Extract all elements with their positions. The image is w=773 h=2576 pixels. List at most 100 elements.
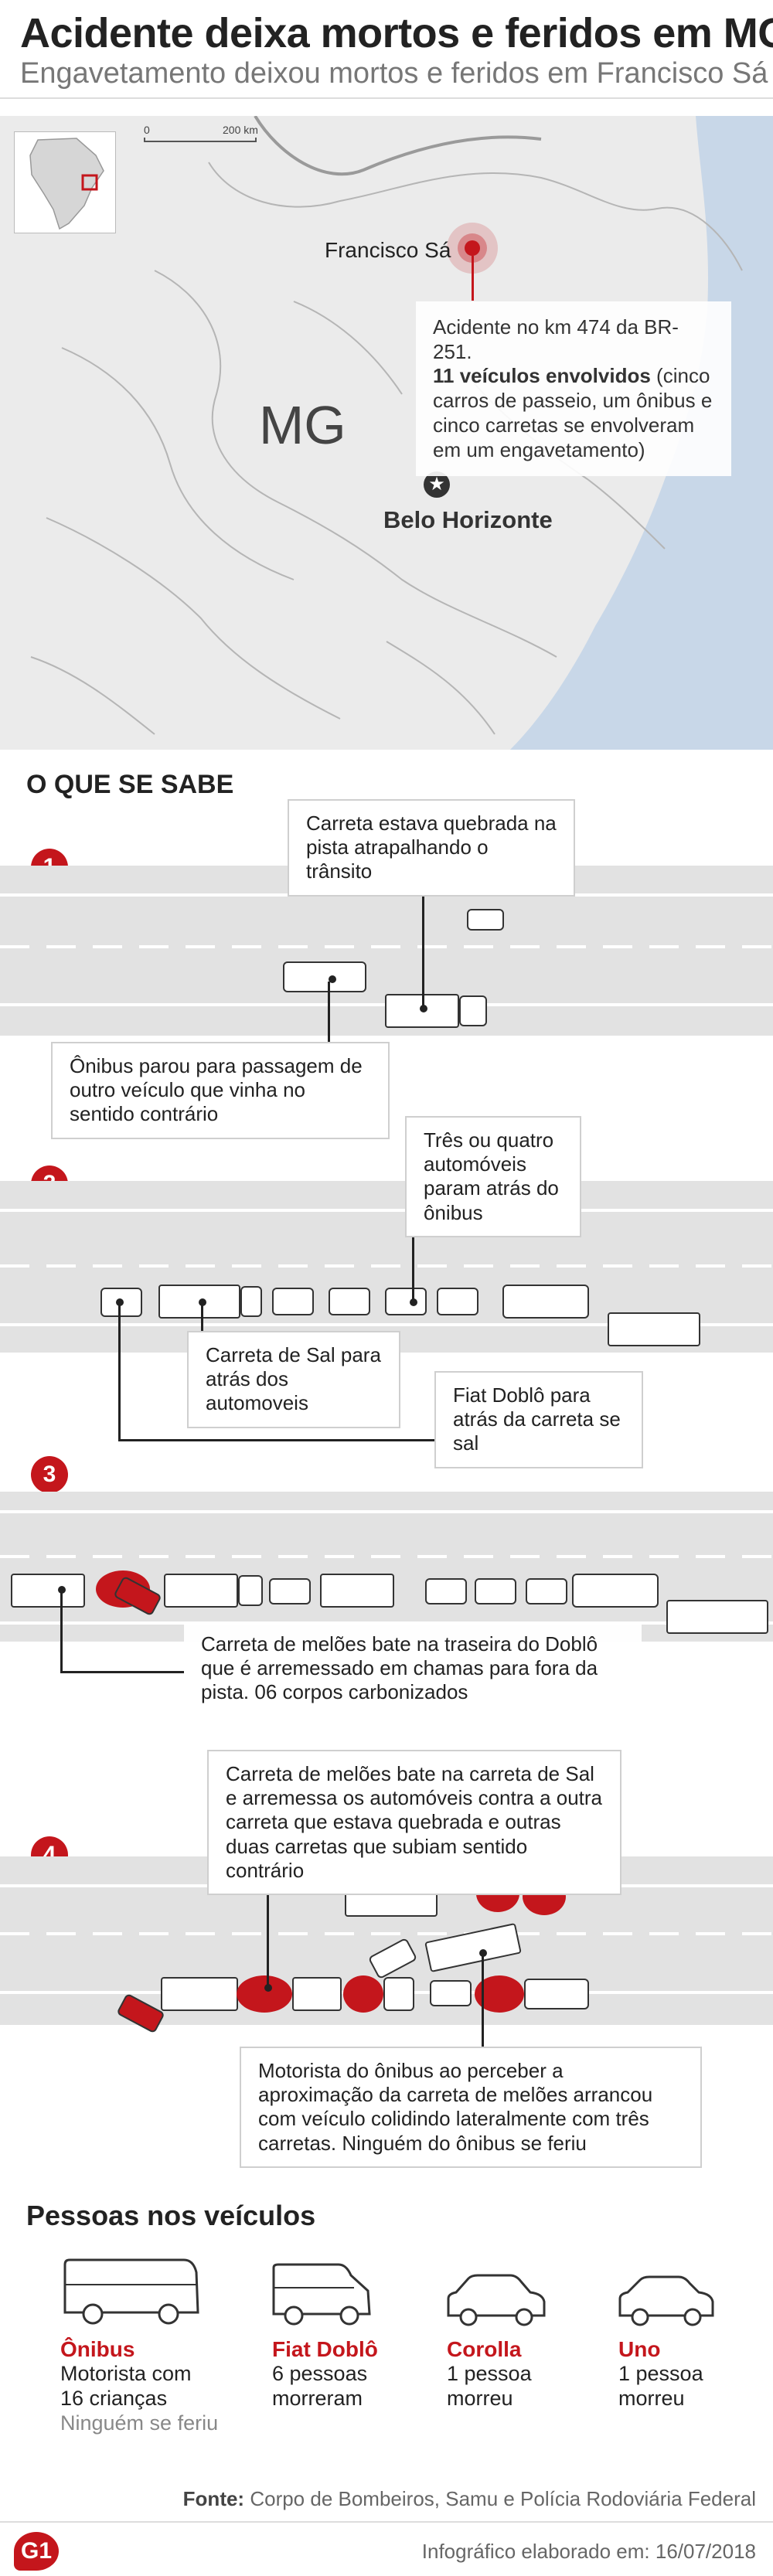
step-1-truck-cab — [459, 995, 487, 1026]
step-3-callout-melon: Carreta de melões bate na traseira do Do… — [184, 1621, 642, 1716]
bus-icon — [63, 2258, 199, 2325]
page-title: Acidente deixa mortos e feridos em MG — [20, 10, 773, 56]
step-3-truck-2 — [320, 1574, 394, 1608]
step-4-fire-icon-2 — [343, 1975, 383, 2013]
uno-icon — [618, 2275, 714, 2326]
step-2-cars-dot — [410, 1298, 417, 1306]
step-4-salt-cab — [383, 1977, 414, 2011]
vehicle-doblo-name: Fiat Doblô — [272, 2337, 378, 2361]
vehicle-uno-name: Uno — [618, 2337, 661, 2361]
city-label: Francisco Sá — [325, 238, 451, 262]
accident-marker-icon — [465, 240, 480, 256]
step-2-broken-truck — [608, 1312, 700, 1346]
step-2-cars-pointer — [412, 1217, 414, 1300]
g1-logo: G1 — [14, 2532, 59, 2571]
step-3-road — [0, 1492, 773, 1642]
step-2-salt-cab — [240, 1286, 262, 1317]
step-4-car-1 — [430, 1980, 472, 2006]
step-4-salt-truck — [292, 1977, 342, 2011]
step-2-doblo-pointer — [118, 1303, 121, 1441]
inset-locator-map — [14, 131, 116, 233]
step-1-callout-truck: Carreta estava quebrada na pista atrapal… — [288, 799, 575, 897]
credit-line: Infográfico elaborado em: 16/07/2018 — [422, 2540, 756, 2564]
step-2-salt-pointer — [201, 1303, 203, 1340]
vehicle-bus-line3: Ninguém se feriu — [60, 2411, 219, 2435]
capital-label: Belo Horizonte — [383, 506, 553, 533]
step-4-fire-icon-1 — [237, 1975, 292, 2013]
south-america-icon — [29, 138, 104, 230]
vehicle-doblo-line1: 6 pessoas — [272, 2362, 368, 2385]
vehicle-corolla-name: Corolla — [447, 2337, 522, 2361]
people-section-title: Pessoas nos veículos — [26, 2200, 316, 2231]
step-4-melon-pointer — [267, 1869, 269, 1986]
vehicle-bus: Ônibus Motorista com 16 crianças Ninguém… — [60, 2337, 246, 2436]
header-divider — [0, 97, 773, 99]
step-1-truck-dot — [420, 1005, 427, 1012]
vehicle-doblo: Fiat Doblô 6 pessoas morreram — [272, 2337, 427, 2411]
step-3-melon-dot — [58, 1586, 66, 1594]
page-subtitle: Engavetamento deixou mortos e feridos em… — [20, 57, 768, 90]
step-2-car-1 — [272, 1288, 314, 1315]
step-3-car-4 — [526, 1578, 567, 1604]
step-2-callout-salt: Carreta de Sal para atrás dos automoveis — [187, 1331, 400, 1428]
step-2-car-3 — [385, 1288, 427, 1315]
vehicle-doblo-line2: morreram — [272, 2386, 363, 2410]
vehicle-bus-line2: 16 crianças — [60, 2386, 168, 2410]
accident-note-line1: Acidente no km 474 da BR-251. — [433, 315, 679, 363]
step-3-car-3 — [475, 1578, 516, 1604]
step-4-bus-pointer — [482, 1954, 484, 2048]
step-4-bus-dot — [479, 1949, 487, 1957]
vehicle-bus-line1: Motorista com — [60, 2362, 192, 2385]
step-3-car-1 — [269, 1578, 311, 1604]
step-2-doblo-dot — [116, 1298, 124, 1306]
step-4-callout-bus: Motorista do ônibus ao perceber a aproxi… — [240, 2047, 702, 2168]
step-2-callout-cars: Três ou quatro automóveis param atrás do… — [405, 1116, 581, 1237]
step-4-callout-melon: Carreta de melões bate na carreta de Sal… — [207, 1750, 621, 1895]
section-title: O QUE SE SABE — [26, 770, 234, 799]
step-1-bus — [283, 961, 366, 992]
step-3-badge: 3 — [31, 1456, 68, 1493]
source-text: Corpo de Bombeiros, Samu e Polícia Rodov… — [250, 2487, 756, 2510]
credit-date: 16/07/2018 — [655, 2540, 756, 2563]
vehicle-bus-name: Ônibus — [60, 2337, 135, 2361]
vehicle-corolla: Corolla 1 pessoa morreu — [447, 2337, 586, 2411]
step-3-broken-truck — [666, 1600, 768, 1634]
scale-bar — [144, 138, 257, 142]
accident-note: Acidente no km 474 da BR-251. 11 veículo… — [416, 301, 731, 477]
step-4-bus — [524, 1979, 589, 2009]
step-3-melon-pointer-h — [60, 1671, 184, 1673]
source-line: Fonte: Corpo de Bombeiros, Samu e Políci… — [183, 2487, 756, 2511]
footer-divider — [0, 2521, 773, 2523]
location-map: 0 200 km Francisco Sá MG ★ Belo Horizont… — [0, 116, 773, 750]
step-2-doblo-pointer-h — [118, 1439, 435, 1441]
step-3-salt-truck — [164, 1574, 238, 1608]
step-1-car — [467, 909, 504, 931]
vehicle-uno-line2: morreu — [618, 2386, 685, 2410]
vehicle-uno-line1: 1 pessoa — [618, 2362, 703, 2385]
step-3-bus — [572, 1574, 659, 1608]
step-3-salt-cab — [238, 1575, 263, 1606]
step-3-car-2 — [425, 1578, 467, 1604]
step-2-bus — [502, 1285, 589, 1319]
step-3-melon-pointer — [60, 1591, 63, 1673]
step-2-car-4 — [437, 1288, 478, 1315]
accident-pointer-line — [472, 256, 474, 301]
source-label: Fonte: — [182, 2487, 245, 2510]
step-3-melon-truck — [11, 1574, 85, 1608]
accident-note-rest: (cinco carros de passeio, um ônibus e ci… — [433, 364, 713, 461]
step-2-car-2 — [329, 1288, 370, 1315]
vehicle-corolla-line2: morreu — [447, 2386, 513, 2410]
vehicle-corolla-line1: 1 pessoa — [447, 2362, 532, 2385]
step-2-callout-doblo: Fiat Doblô para atrás da carreta se sal — [434, 1371, 643, 1468]
step-1-callout-bus: Ônibus parou para passagem de outro veíc… — [51, 1042, 390, 1139]
credit-label: Infográfico elaborado em: — [421, 2540, 650, 2563]
accident-note-bold: 11 veículos envolvidos — [433, 364, 651, 388]
scale-km: 200 km — [223, 124, 258, 136]
step-1-truck-pointer — [422, 878, 424, 1006]
step-2-salt-dot — [199, 1298, 206, 1306]
step-4-melon-dot — [264, 1984, 272, 1992]
vehicle-uno: Uno 1 pessoa morreu — [618, 2337, 758, 2411]
step-1-bus-pointer — [328, 982, 330, 1042]
step-3-lanes — [0, 1510, 773, 1625]
step-1-bus-dot — [329, 975, 336, 983]
